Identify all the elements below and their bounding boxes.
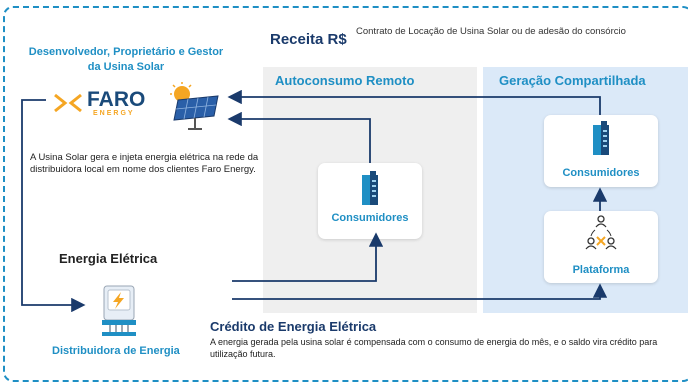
arrow-credit-platform bbox=[232, 283, 608, 300]
shared-consumers-card: Consumidores bbox=[544, 115, 658, 187]
electric-meter-icon bbox=[102, 285, 136, 336]
shared-panel-title: Geração Compartilhada bbox=[499, 73, 646, 88]
arrow-revenue-remote bbox=[227, 111, 371, 163]
solar-panel-icon bbox=[170, 82, 219, 130]
revenue-description: Contrato de Locação de Usina Solar ou de… bbox=[356, 26, 626, 37]
credit-title: Crédito de Energia Elétrica bbox=[210, 319, 377, 334]
arrow-plant-to-distributor bbox=[21, 99, 86, 313]
logo-name: FARO bbox=[87, 88, 146, 111]
developer-title: Desenvolvedor, Proprietário e Gestor da … bbox=[28, 46, 224, 73]
platform-network-icon bbox=[585, 215, 617, 250]
arrow-revenue-shared bbox=[227, 89, 601, 115]
logo-sub: ENERGY bbox=[93, 110, 135, 117]
platform-label: Plataforma bbox=[572, 264, 630, 276]
solar-plant-description: A Usina Solar gera e injeta energia elét… bbox=[30, 152, 259, 175]
platform-card: Plataforma bbox=[544, 211, 658, 283]
remote-panel-title: Autoconsumo Remoto bbox=[275, 73, 415, 88]
energy-title: Energia Elétrica bbox=[59, 251, 158, 266]
distributor-label: Distribuidora de Energia bbox=[52, 345, 180, 357]
building-icon bbox=[593, 121, 609, 155]
credit-description: A energia gerada pela usina solar é comp… bbox=[210, 337, 658, 359]
building-icon bbox=[362, 171, 378, 205]
faro-logo-mark-icon bbox=[54, 93, 82, 113]
faro-logo: FARO ENERGY bbox=[53, 89, 163, 119]
remote-consumers-label: Consumidores bbox=[331, 212, 409, 224]
remote-consumers-card: Consumidores bbox=[318, 163, 422, 239]
diagram-frame bbox=[3, 6, 688, 382]
shared-consumers-label: Consumidores bbox=[562, 167, 640, 179]
revenue-title: Receita R$ bbox=[270, 31, 347, 48]
arrow-credit-remote bbox=[232, 232, 384, 282]
